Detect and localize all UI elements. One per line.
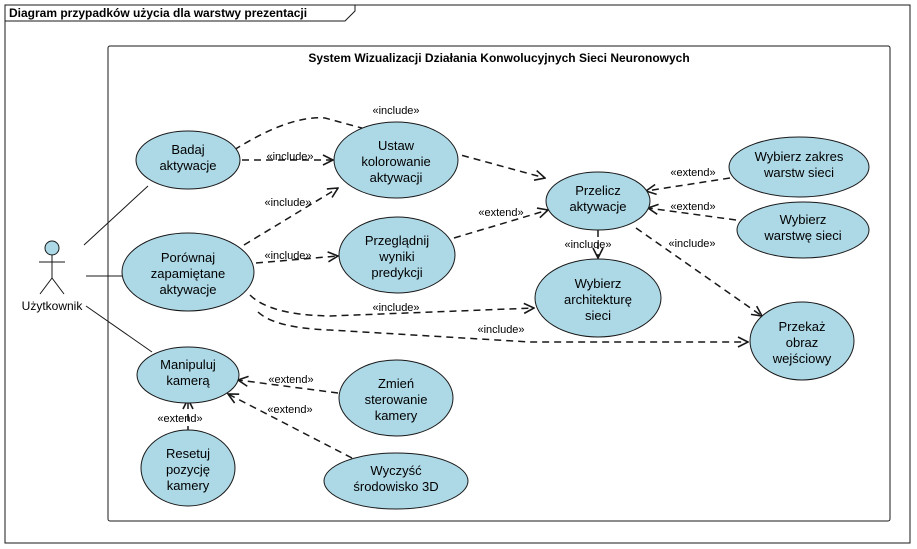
usecase-przegladnij-line-3: predykcji: [371, 265, 422, 280]
label-extend-przegladnij-przelicz: «extend»: [478, 207, 523, 219]
usecase-resetuj-line-1: Resetuj: [166, 446, 210, 461]
usecase-badaj-line-2: aktywacje: [159, 158, 216, 173]
usecase-zmien-line-2: sterowanie: [365, 392, 428, 407]
label-include-porownaj-architekture: «include»: [372, 302, 419, 314]
usecase-ustaw-line-3: aktywacji: [370, 170, 423, 185]
edge-porownaj-obraz: [257, 311, 748, 342]
label-include-porownaj-ustaw: «include»: [264, 197, 311, 209]
usecase-przelicz-line-1: Przelicz: [575, 183, 621, 198]
usecase-obraz-line-1: Przekaż: [779, 319, 826, 334]
usecase-resetuj-line-2: pozycję: [166, 462, 210, 477]
usecase-porownaj-line-3: aktywacje: [159, 282, 216, 297]
label-extend-wyczysc-manipuluj: «extend»: [267, 404, 312, 416]
edge-porownaj-przegladnij: [255, 256, 338, 264]
usecase-architekture-line-1: Wybierz: [575, 276, 622, 291]
edge-przegladnij-przelicz: [453, 210, 548, 239]
usecase-wyczysc-line-2: środowisko 3D: [353, 479, 438, 494]
usecase-przegladnij-line-1: Przeglądnij: [365, 233, 429, 248]
edge-porownaj-ustaw: [243, 188, 338, 246]
usecase-badaj-line-1: Badaj: [171, 142, 204, 157]
edge-labels: «include» «include» «include» «include» …: [157, 105, 715, 425]
edge-przelicz-obraz: [635, 227, 762, 316]
label-include-porownaj-obraz: «include»: [477, 324, 524, 336]
associations: [83, 185, 153, 353]
label-include-badaj-ustaw: «include»: [266, 151, 313, 163]
actor-user: [39, 240, 65, 295]
diagram-frame: Diagram przypadków użycia dla warstwy pr…: [4, 4, 911, 544]
system-boundary: System Wizualizacji Działania Konwolucyj…: [107, 45, 891, 522]
usecase-manipuluj-line-1: Manipuluj: [160, 357, 216, 372]
usecase-zmien-line-1: Zmień: [378, 376, 414, 391]
usecase-porownaj-line-2: zapamiętane: [151, 266, 225, 281]
label-include-przelicz-architekture: «include»: [564, 239, 611, 251]
usecase-obraz-line-3: wejściowy: [772, 351, 832, 366]
usecase-zakres-line-1: Wybierz zakres: [755, 149, 844, 164]
usecase-manipuluj-line-2: kamerą: [166, 373, 210, 388]
label-extend-zakres-przelicz: «extend»: [670, 167, 715, 179]
label-include-badaj-przelicz: «include»: [372, 105, 419, 117]
label-extend-warstwe-przelicz: «extend»: [670, 201, 715, 213]
usecase-przelicz-line-2: aktywacje: [569, 199, 626, 214]
usecase-przegladnij-line-2: wyniki: [378, 249, 415, 264]
edge-porownaj-architekture: [249, 294, 534, 317]
label-include-przelicz-obraz: «include»: [668, 238, 715, 250]
actor-name: Użytkownik: [22, 299, 84, 313]
usecase-ustaw-line-1: Ustaw: [378, 138, 415, 153]
edge-badaj-przelicz: [233, 117, 545, 178]
edge-warstwe-przelicz: [648, 208, 737, 221]
edge-zakres-przelicz: [646, 177, 731, 191]
usecase-zakres-line-2: warstw sieci: [763, 165, 834, 180]
usecase-zmien-line-3: kamery: [375, 408, 418, 423]
assoc-badaj: [83, 185, 149, 246]
dependencies: [188, 117, 762, 459]
usecase-porownaj-line-1: Porównaj: [161, 250, 215, 265]
assoc-manipuluj: [85, 305, 153, 353]
usecase-warstwe-line-1: Wybierz: [780, 212, 827, 227]
usecase-resetuj-line-3: kamery: [167, 478, 210, 493]
label-extend-zmien-manipuluj: «extend»: [268, 374, 313, 386]
system-title: System Wizualizacji Działania Konwolucyj…: [308, 51, 689, 65]
actor-head: [44, 240, 60, 256]
edge-zmien-manipuluj: [238, 380, 339, 394]
label-include-porownaj-przegladnij: «include»: [264, 250, 311, 262]
usecase-ustaw-line-2: kolorowanie: [361, 154, 430, 169]
usecase-wyczysc-line-1: Wyczyść: [370, 463, 422, 478]
usecase-architekture-line-2: architekturę: [564, 292, 632, 307]
usecase-warstwe-line-2: warstwę sieci: [763, 228, 841, 243]
usecase-obraz-line-2: obraz: [786, 335, 819, 350]
diagram-title: Diagram przypadków użycia dla warstwy pr…: [9, 6, 307, 20]
label-extend-resetuj-manipuluj: «extend»: [157, 413, 202, 425]
usecase-architekture-line-3: sieci: [585, 308, 611, 323]
